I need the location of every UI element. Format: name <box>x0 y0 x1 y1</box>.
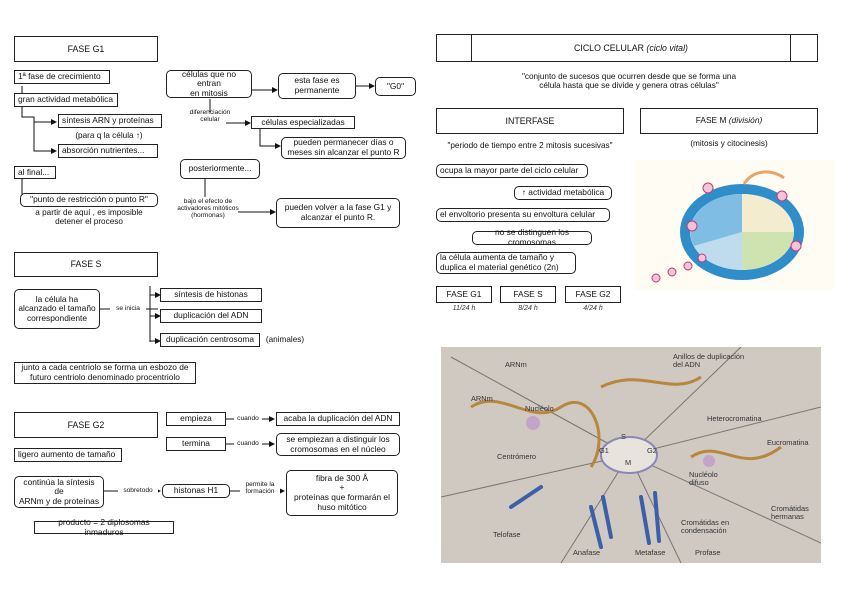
g2-cuando1: cuando <box>234 415 262 423</box>
interfase-mayor-parte: ocupa la mayor parte del ciclo celular <box>436 164 588 178</box>
ciclo-s-time: 8/24 h <box>518 305 538 312</box>
g2-sobretodo: sobretodo <box>118 487 158 495</box>
g1-imposible: a partir de aquí , es imposible detener … <box>35 208 143 227</box>
mitosis-photo-drawing <box>441 347 821 563</box>
fase-m-title: FASE M (división) <box>640 108 818 134</box>
g2-ligero: ligero aumento de tamaño <box>14 448 122 462</box>
s-centrosoma: duplicación centrosoma <box>160 333 260 347</box>
g1-title: FASE G1 <box>14 36 158 62</box>
g1-crecimiento: 1ª fase de crecimiento <box>14 70 110 84</box>
g2-continua: continúa la síntesis de ARNm y de proteí… <box>14 476 104 508</box>
ciclo-title: CICLO CELULAR <box>574 42 644 53</box>
photo-cromatidas: Cromátidas hermanas <box>771 504 809 521</box>
s-adn: duplicación del ADN <box>160 309 262 323</box>
g2-acaba: acaba la duplicación del ADN <box>276 412 400 426</box>
interfase-cromosomas: no se distinguen los cromosomas <box>472 228 592 247</box>
g2-permite: permite la formación <box>240 481 280 496</box>
photo-metafase: Metafase <box>635 548 666 557</box>
g1-g0: "G0" <box>375 77 416 96</box>
g2-fibra: fibra de 300 Å + proteínas que formarán … <box>286 470 398 516</box>
photo-eucromatina: Eucromatina <box>767 438 809 447</box>
ciclo-g2-box: FASE G2 <box>565 286 621 303</box>
interfase-def: "periodo de tiempo entre 2 mitosis suces… <box>447 141 613 150</box>
g1-diferenciacion: diferenciación celular <box>189 109 231 123</box>
ciclo-g1-box: FASE G1 <box>436 286 492 303</box>
g1-actividad: gran actividad metabólica <box>14 93 118 107</box>
g1-especializadas: células especializadas <box>251 116 355 129</box>
photo-anafase: Anafase <box>573 548 601 557</box>
g2-termina: termina <box>166 437 226 451</box>
g1-para: (para q la célula ↑) <box>75 131 143 140</box>
photo-anillos: Anillos de duplicación del ADN <box>673 352 745 369</box>
g1-bajo-efecto: bajo el efecto de activadores mitóticos … <box>177 198 239 219</box>
photo-centromero: Centrómero <box>497 452 537 461</box>
fase-m-label: FASE M <box>695 115 727 126</box>
photo-cromatidas-cond: Cromátidas en condensación <box>681 518 730 535</box>
g2-title: FASE G2 <box>14 412 158 438</box>
photo-arnm2: ARNm <box>471 394 493 403</box>
interfase-title: INTERFASE <box>436 108 624 134</box>
g2-h1: histonas H1 <box>162 484 230 498</box>
photo-nucleolo: Nucléolo <box>525 404 554 413</box>
ciclo-title-box: CICLO CELULAR (ciclo vital) <box>436 34 818 62</box>
g2-producto: producto = 2 diplosomas inmaduros <box>34 517 174 536</box>
ciclo-g1-time: 11/24 h <box>452 305 476 312</box>
photo-g1: G1 <box>599 446 609 455</box>
g1-punto-r: "punto de restricción o punto R" <box>20 193 158 207</box>
ciclo-definicion: "conjunto de sucesos que ocurren desde q… <box>521 72 737 91</box>
cell-cycle-illustration <box>634 160 834 290</box>
g1-permanente: esta fase es permanente <box>278 73 356 99</box>
mitosis-photo: ARNm ARNm Nucléolo Centrómero Anillos de… <box>441 347 821 563</box>
ciclo-s-box: FASE S <box>500 286 556 303</box>
s-centriolo: junto a cada centriolo se forma un esboz… <box>14 362 196 384</box>
g1-final: al final... <box>14 166 56 179</box>
g1-absorcion: absorción nutrientes... <box>58 144 158 158</box>
g1-no-entran: células que no entran en mitosis <box>166 69 252 98</box>
interfase-metabolica: ↑ actividad metabólica <box>514 186 612 200</box>
interfase-envoltorio: el envoltorio presenta su envoltura celu… <box>436 208 610 222</box>
fase-m-mitosis: (mitosis y citocinesis) <box>690 139 768 148</box>
g2-distinguir: se empiezan a distinguir los cromosomas … <box>276 433 400 456</box>
fase-m-division: (división) <box>728 115 763 126</box>
photo-profase: Profase <box>695 548 721 557</box>
s-animales: (animales) <box>265 335 305 344</box>
photo-nucleolo-difuso: Nucléolo difuso <box>689 470 718 487</box>
g1-volver: pueden volver a la fase G1 y alcanzar el… <box>276 198 400 228</box>
g1-sintesis: síntesis ARN y proteínas <box>58 114 162 128</box>
photo-m: M <box>625 458 632 467</box>
ciclo-g2-time: 4/24 h <box>583 305 603 312</box>
photo-g2: G2 <box>647 446 657 455</box>
photo-heterocromatina: Heterocromatina <box>707 414 762 423</box>
ciclo-subtitle: (ciclo vital) <box>646 42 688 53</box>
g2-empieza: empieza <box>166 412 226 426</box>
photo-s: S <box>621 432 626 441</box>
photo-arnm1: ARNm <box>505 360 527 369</box>
interfase-aumenta: la célula aumenta de tamaño y duplica el… <box>436 252 576 274</box>
g2-cuando2: cuando <box>234 440 262 448</box>
s-celula: la célula ha alcanzado el tamaño corresp… <box>14 289 100 329</box>
s-title: FASE S <box>14 252 158 277</box>
s-se-inicia: se inicia <box>110 305 146 313</box>
g1-posteriormente: posteriormente... <box>180 159 260 179</box>
photo-telofase: Telofase <box>493 530 521 539</box>
s-histonas: síntesis de histonas <box>160 288 262 302</box>
g1-pueden-permanecer: pueden permanecer días o meses sin alcan… <box>281 137 406 159</box>
